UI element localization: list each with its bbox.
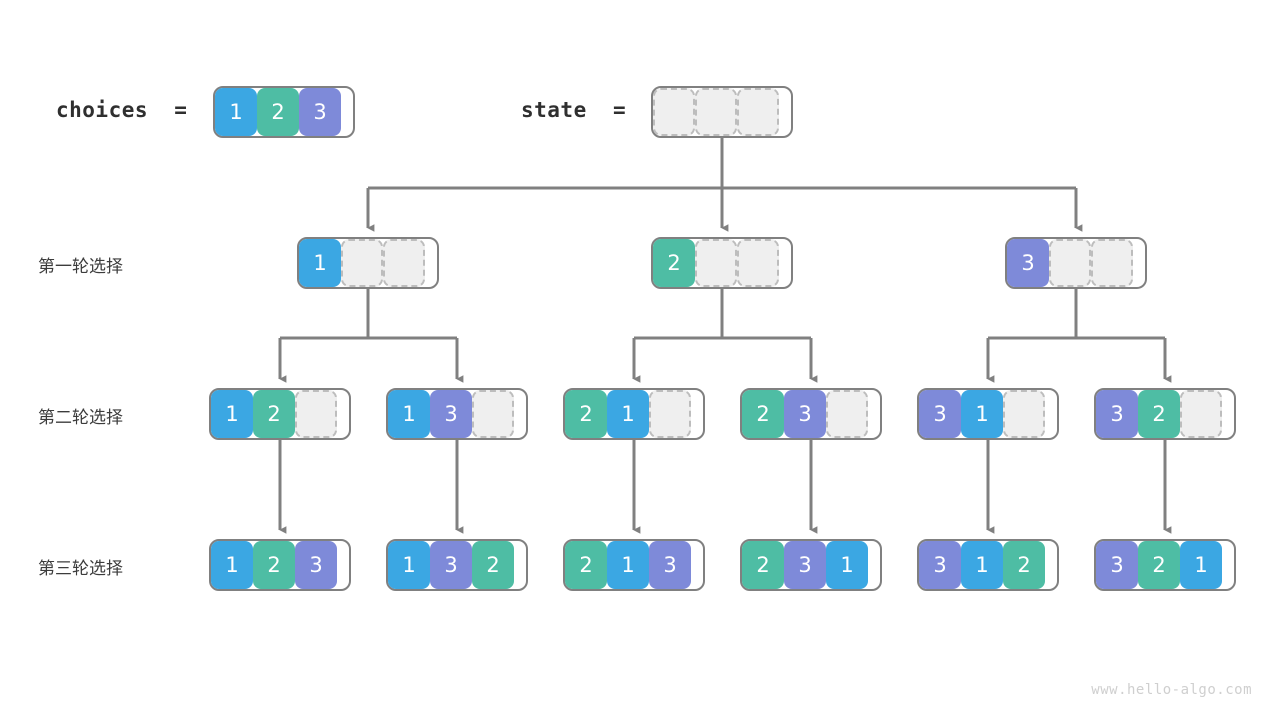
array-cell: 2 bbox=[1138, 541, 1180, 589]
array-cell bbox=[472, 390, 514, 438]
array-cell bbox=[341, 239, 383, 287]
array-cell bbox=[1003, 390, 1045, 438]
array-cell: 3 bbox=[1096, 541, 1138, 589]
array-cell: 1 bbox=[826, 541, 868, 589]
level2-box: 1 2 bbox=[209, 388, 351, 440]
array-cell: 1 bbox=[388, 541, 430, 589]
row-label-round-2: 第二轮选择 bbox=[38, 408, 123, 428]
array-cell: 2 bbox=[472, 541, 514, 589]
level3-box: 1 2 3 bbox=[209, 539, 351, 591]
array-cell: 1 bbox=[215, 88, 257, 136]
array-cell: 2 bbox=[257, 88, 299, 136]
array-cell: 1 bbox=[607, 541, 649, 589]
row-label-round-1: 第一轮选择 bbox=[38, 257, 123, 277]
array-cell: 3 bbox=[784, 390, 826, 438]
array-cell bbox=[737, 88, 779, 136]
array-cell: 2 bbox=[742, 541, 784, 589]
level3-box: 2 1 3 bbox=[563, 539, 705, 591]
array-cell bbox=[1180, 390, 1222, 438]
level3-box: 1 3 2 bbox=[386, 539, 528, 591]
array-cell: 1 bbox=[299, 239, 341, 287]
array-cell: 2 bbox=[565, 390, 607, 438]
level2-box: 1 3 bbox=[386, 388, 528, 440]
array-cell: 1 bbox=[211, 541, 253, 589]
choices-array: 1 2 3 bbox=[213, 86, 355, 138]
level2-box: 3 1 bbox=[917, 388, 1059, 440]
array-cell: 3 bbox=[299, 88, 341, 136]
array-cell: 2 bbox=[1138, 390, 1180, 438]
state-label: state = bbox=[521, 98, 627, 122]
row-label-round-3: 第三轮选择 bbox=[38, 559, 123, 579]
array-cell: 3 bbox=[295, 541, 337, 589]
state-array bbox=[651, 86, 793, 138]
array-cell bbox=[737, 239, 779, 287]
array-cell bbox=[1049, 239, 1091, 287]
watermark: www.hello-algo.com bbox=[1091, 682, 1252, 698]
choices-label: choices = bbox=[56, 98, 188, 122]
array-cell: 2 bbox=[653, 239, 695, 287]
array-cell: 3 bbox=[919, 390, 961, 438]
array-cell: 2 bbox=[742, 390, 784, 438]
level2-box: 2 1 bbox=[563, 388, 705, 440]
array-cell: 1 bbox=[607, 390, 649, 438]
array-cell: 3 bbox=[430, 541, 472, 589]
array-cell: 3 bbox=[649, 541, 691, 589]
array-cell bbox=[383, 239, 425, 287]
array-cell: 3 bbox=[919, 541, 961, 589]
array-cell: 1 bbox=[961, 390, 1003, 438]
level2-box: 2 3 bbox=[740, 388, 882, 440]
array-cell: 3 bbox=[784, 541, 826, 589]
array-cell: 2 bbox=[253, 541, 295, 589]
array-cell: 3 bbox=[1096, 390, 1138, 438]
array-cell: 1 bbox=[1180, 541, 1222, 589]
array-cell: 3 bbox=[1007, 239, 1049, 287]
level1-box: 1 bbox=[297, 237, 439, 289]
array-cell bbox=[695, 239, 737, 287]
level3-box: 3 1 2 bbox=[917, 539, 1059, 591]
array-cell: 2 bbox=[253, 390, 295, 438]
level3-box: 3 2 1 bbox=[1094, 539, 1236, 591]
array-cell bbox=[695, 88, 737, 136]
array-cell bbox=[1091, 239, 1133, 287]
array-cell bbox=[826, 390, 868, 438]
array-cell bbox=[653, 88, 695, 136]
level3-box: 2 3 1 bbox=[740, 539, 882, 591]
array-cell: 1 bbox=[388, 390, 430, 438]
array-cell bbox=[649, 390, 691, 438]
array-cell: 1 bbox=[211, 390, 253, 438]
level1-box: 2 bbox=[651, 237, 793, 289]
level1-box: 3 bbox=[1005, 237, 1147, 289]
array-cell: 3 bbox=[430, 390, 472, 438]
array-cell: 1 bbox=[961, 541, 1003, 589]
array-cell: 2 bbox=[1003, 541, 1045, 589]
level2-box: 3 2 bbox=[1094, 388, 1236, 440]
array-cell bbox=[295, 390, 337, 438]
array-cell: 2 bbox=[565, 541, 607, 589]
